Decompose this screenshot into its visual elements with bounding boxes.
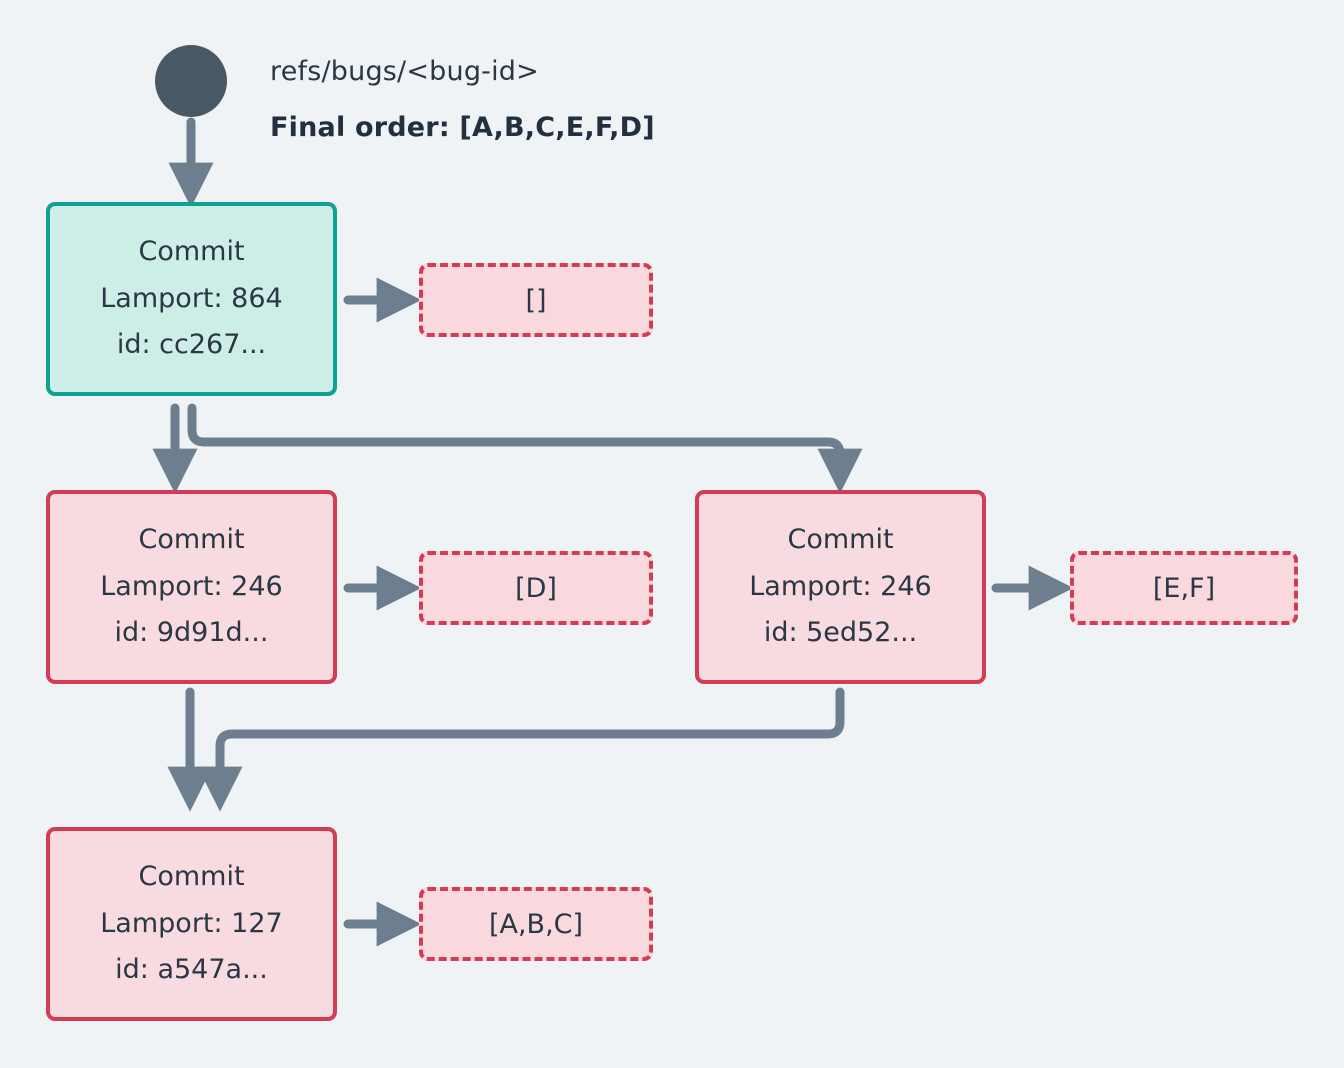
ops-box-9d91d[interactable]: [D] — [419, 551, 653, 625]
commit-lamport: Lamport: 246 — [100, 570, 283, 602]
commit-lamport: Lamport: 864 — [100, 282, 283, 314]
commit-node-9d91d[interactable]: Commit Lamport: 246 id: 9d91d... — [46, 490, 337, 684]
edge-cc267-to-5ed52 — [187, 403, 863, 494]
commit-node-5ed52[interactable]: Commit Lamport: 246 id: 5ed52... — [695, 490, 986, 684]
commit-node-cc267[interactable]: Commit Lamport: 864 id: cc267... — [46, 202, 337, 396]
edge-5ed52-to-a547a — [197, 687, 845, 812]
ops-label: [] — [525, 284, 547, 316]
commit-id: id: a547a... — [115, 954, 268, 986]
commit-id: id: 5ed52... — [763, 617, 918, 649]
commit-id: id: cc267... — [116, 329, 267, 361]
commit-title: Commit — [138, 861, 245, 893]
commit-lamport: Lamport: 246 — [749, 570, 932, 602]
commit-title: Commit — [138, 524, 245, 556]
ops-label: [D] — [515, 572, 557, 604]
commit-title: Commit — [787, 524, 894, 556]
final-order-label: Final order: [A,B,C,E,F,D] — [270, 112, 655, 143]
commit-id: id: 9d91d... — [114, 617, 269, 649]
ops-box-a547a[interactable]: [A,B,C] — [419, 887, 653, 961]
commit-lamport: Lamport: 127 — [100, 907, 283, 939]
commit-title: Commit — [138, 236, 245, 268]
commit-node-a547a[interactable]: Commit Lamport: 127 id: a547a... — [46, 827, 337, 1021]
root-node-dot[interactable] — [155, 45, 227, 117]
ops-label: [E,F] — [1152, 572, 1216, 604]
ops-box-5ed52[interactable]: [E,F] — [1070, 551, 1298, 625]
ops-box-cc267[interactable]: [] — [419, 263, 653, 337]
ops-label: [A,B,C] — [488, 908, 584, 940]
ref-label: refs/bugs/<bug-id> — [270, 56, 539, 87]
